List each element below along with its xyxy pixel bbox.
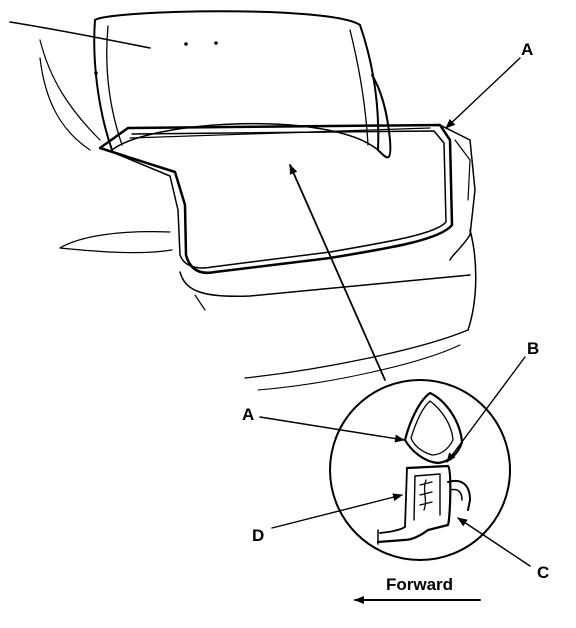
callout-a-top: A bbox=[521, 40, 533, 59]
callout-b: B bbox=[527, 339, 539, 358]
callout-a-top-leader bbox=[445, 57, 521, 129]
callout-b-leader bbox=[446, 356, 526, 463]
callout-d-leader bbox=[271, 493, 403, 529]
detail-leader-line bbox=[289, 164, 386, 381]
car-rear-drawing bbox=[9, 10, 477, 391]
weatherstrip-section-detail bbox=[329, 379, 511, 561]
callout-a-detail-leader bbox=[259, 416, 405, 443]
callout-d: D bbox=[252, 526, 264, 545]
forward-label: Forward bbox=[386, 575, 453, 594]
callout-a-detail: A bbox=[242, 405, 254, 424]
callout-c-leader bbox=[457, 517, 531, 567]
callout-c: C bbox=[537, 563, 549, 582]
